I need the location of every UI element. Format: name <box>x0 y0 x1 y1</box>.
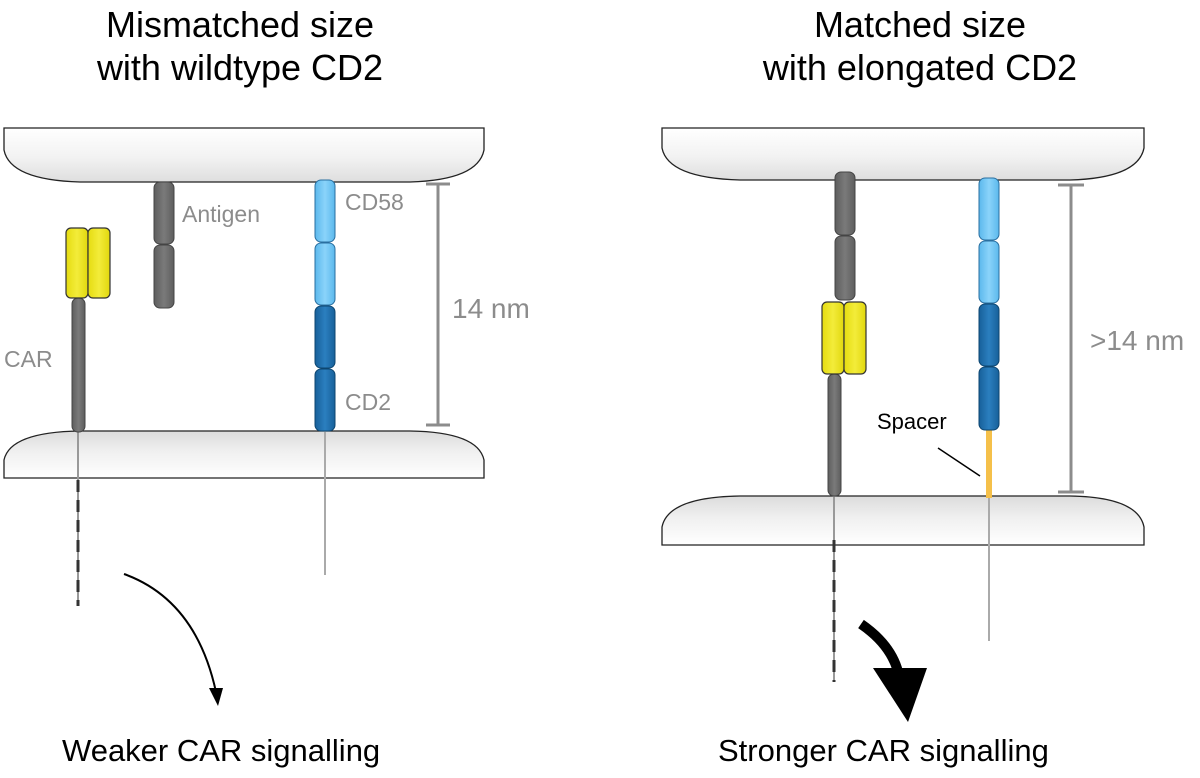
antigen-domain-2 <box>834 235 856 301</box>
car-scfv-left <box>65 227 89 299</box>
antigen-domain-1 <box>153 181 175 245</box>
right-title-line-2: with elongated CD2 <box>762 47 1078 88</box>
right-strong-signal-arrow <box>858 619 927 722</box>
car-scfv-left <box>821 301 845 375</box>
cd58-domain-1 <box>978 177 1000 241</box>
cd58-domain-1 <box>314 179 336 243</box>
right-panel <box>661 127 1145 722</box>
right-distance-bar <box>1058 183 1084 494</box>
spacer-pointer-line <box>937 447 981 477</box>
antigen-domain-2 <box>153 244 175 309</box>
car-stalk <box>71 297 86 433</box>
cd58-domain-2 <box>978 240 1000 304</box>
right-cd58-cd2-complex <box>978 177 1000 641</box>
car-scfv-right <box>87 227 111 299</box>
left-antigen <box>153 181 175 309</box>
antigen-domain-1 <box>834 171 856 236</box>
car-stalk <box>827 373 842 497</box>
right-antigen <box>834 171 856 301</box>
cd2-domain-1 <box>314 305 336 369</box>
right-bottom-membrane <box>661 495 1145 546</box>
spacer-segment <box>986 430 992 498</box>
left-distance-label: 14 nm <box>452 293 530 324</box>
left-title-line-2: with wildtype CD2 <box>96 47 384 88</box>
right-car-receptor <box>821 301 867 682</box>
spacer-label: Spacer <box>877 409 947 434</box>
left-cd58-cd2-complex <box>314 179 336 575</box>
right-panel-title: Matched size with elongated CD2 <box>710 3 1130 89</box>
left-bottom-membrane <box>3 430 485 479</box>
cd2-tail <box>324 431 326 575</box>
left-caption: Weaker CAR signalling <box>62 733 381 768</box>
car-label: CAR <box>4 346 53 372</box>
left-distance-bar <box>426 182 450 427</box>
right-caption: Stronger CAR signalling <box>718 733 1049 768</box>
left-car-receptor <box>65 227 111 606</box>
cd2-domain-2 <box>314 368 336 432</box>
left-panel-title: Mismatched size with wildtype CD2 <box>30 3 450 89</box>
right-distance-label: >14 nm <box>1090 325 1185 356</box>
left-weak-signal-arrow <box>123 573 223 706</box>
cd58-domain-2 <box>314 242 336 306</box>
cd2-domain-2 <box>978 366 1000 431</box>
left-top-membrane <box>3 127 485 183</box>
cd2-tail <box>988 496 990 641</box>
car-scfv-right <box>843 301 867 375</box>
left-panel <box>3 127 485 706</box>
cd2-domain-1 <box>978 303 1000 367</box>
right-title-line-1: Matched size <box>813 4 1027 45</box>
right-top-membrane <box>661 127 1145 181</box>
antigen-label: Antigen <box>182 201 261 227</box>
cd58-label: CD58 <box>345 189 404 215</box>
cd2-label: CD2 <box>345 389 392 415</box>
car-tail-signalling <box>77 431 79 606</box>
left-title-line-1: Mismatched size <box>105 4 375 45</box>
